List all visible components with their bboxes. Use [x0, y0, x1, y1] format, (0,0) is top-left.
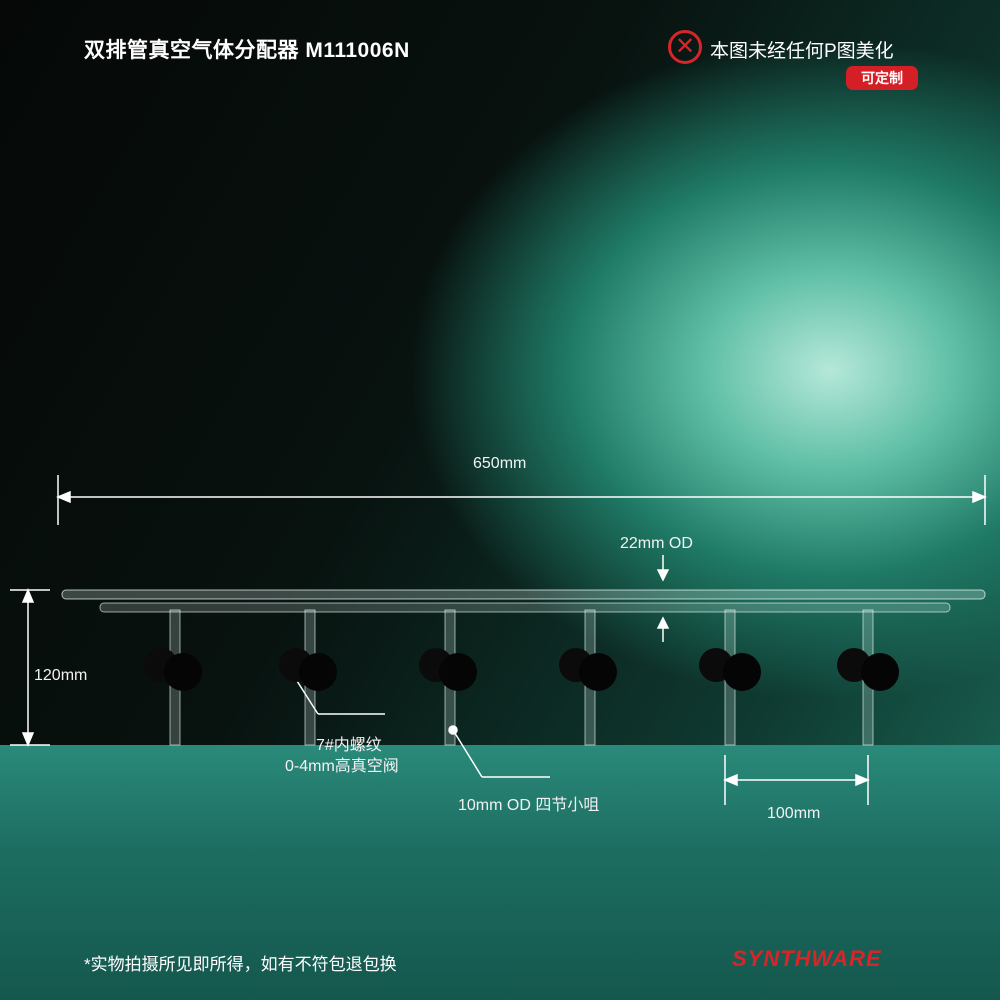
bench-surface: [0, 745, 1000, 1000]
upper-tube: [61, 589, 986, 600]
disclaimer: *实物拍摄所见即所得，如有不符包退包换: [84, 955, 397, 974]
valve-callout-line2: 0-4mm高真空阀: [285, 758, 399, 775]
lower-tube: [99, 602, 951, 613]
x-circle-icon: ✕: [668, 30, 702, 64]
hose-callout: 10mm OD 四节小咀: [458, 797, 600, 814]
valve-callout-line1: 7#内螺纹: [316, 737, 382, 754]
page-title: 双排管真空气体分配器 M111006N: [84, 39, 410, 62]
brand-logo: SYNTHWARE: [732, 946, 882, 971]
spacing-label: 100mm: [767, 805, 821, 822]
tube-od-label: 22mm OD: [620, 535, 693, 552]
no-retouch-notice: 本图未经任何P图美化: [710, 41, 894, 62]
customizable-badge: 可定制: [846, 66, 918, 90]
valve-knob: [723, 653, 761, 691]
valve-knob: [439, 653, 477, 691]
valve-knob: [579, 653, 617, 691]
length-label: 650mm: [473, 455, 527, 472]
valve-knob: [299, 653, 337, 691]
valve-knob: [861, 653, 899, 691]
height-label: 120mm: [34, 667, 88, 684]
valve-knob: [164, 653, 202, 691]
